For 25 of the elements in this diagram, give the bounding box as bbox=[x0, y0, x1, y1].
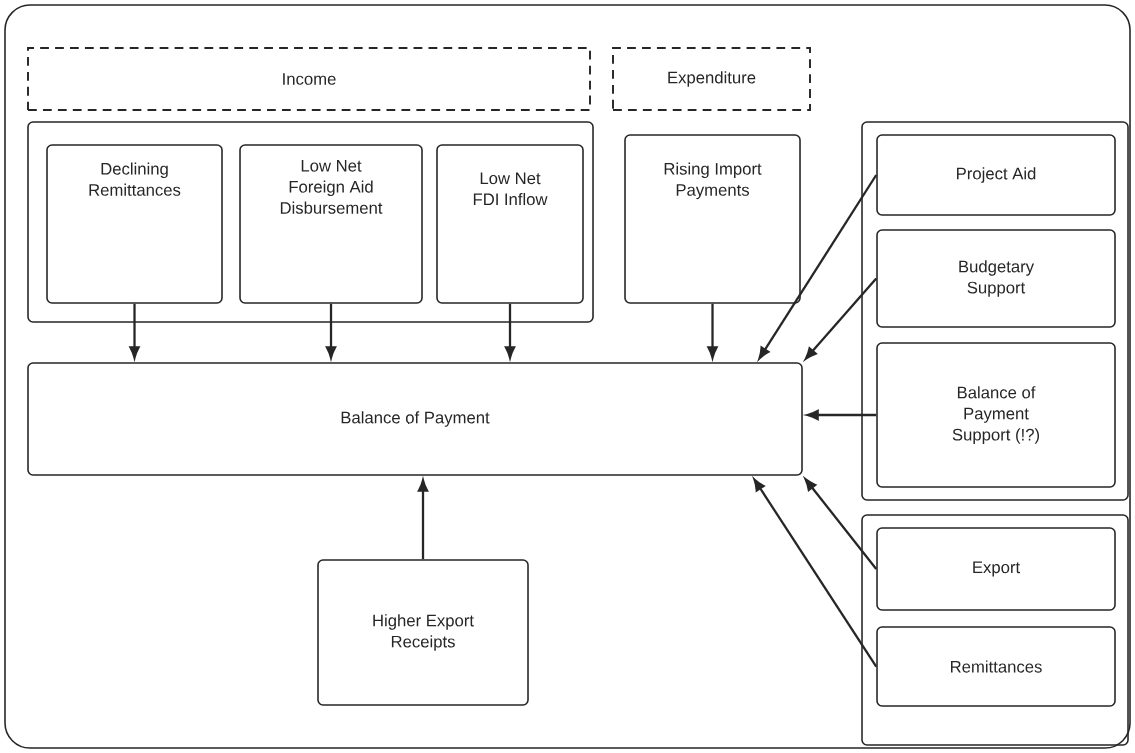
group-box bbox=[861, 514, 1129, 746]
group-box bbox=[27, 121, 594, 323]
process-box: Low Net FDI Inflow bbox=[436, 144, 584, 304]
process-box: Budgetary Support bbox=[876, 229, 1116, 328]
arrow bbox=[804, 478, 878, 570]
category-box: Expenditure bbox=[612, 47, 811, 111]
process-box: Remittances bbox=[876, 626, 1116, 707]
process-box: Balance of Payment Support (!?) bbox=[876, 342, 1116, 488]
arrow bbox=[325, 303, 337, 359]
process-box: Export bbox=[876, 527, 1116, 611]
process-box: Low Net Foreign Aid Disbursement bbox=[239, 144, 423, 304]
arrow bbox=[504, 303, 516, 359]
arrow bbox=[758, 174, 878, 360]
process-box: Higher Export Receipts bbox=[317, 559, 529, 706]
category-box: Income bbox=[27, 47, 591, 111]
frame-box bbox=[4, 4, 1131, 749]
arrow bbox=[804, 277, 878, 360]
arrow bbox=[417, 479, 429, 560]
process-box: Declining Remittances bbox=[46, 144, 223, 304]
arrow bbox=[806, 409, 877, 421]
group-box bbox=[861, 121, 1129, 501]
arrow bbox=[753, 478, 878, 668]
process-box: Project Aid bbox=[876, 134, 1116, 216]
process-box: Balance of Payment bbox=[27, 362, 803, 476]
process-box: Rising Import Payments bbox=[624, 134, 801, 304]
